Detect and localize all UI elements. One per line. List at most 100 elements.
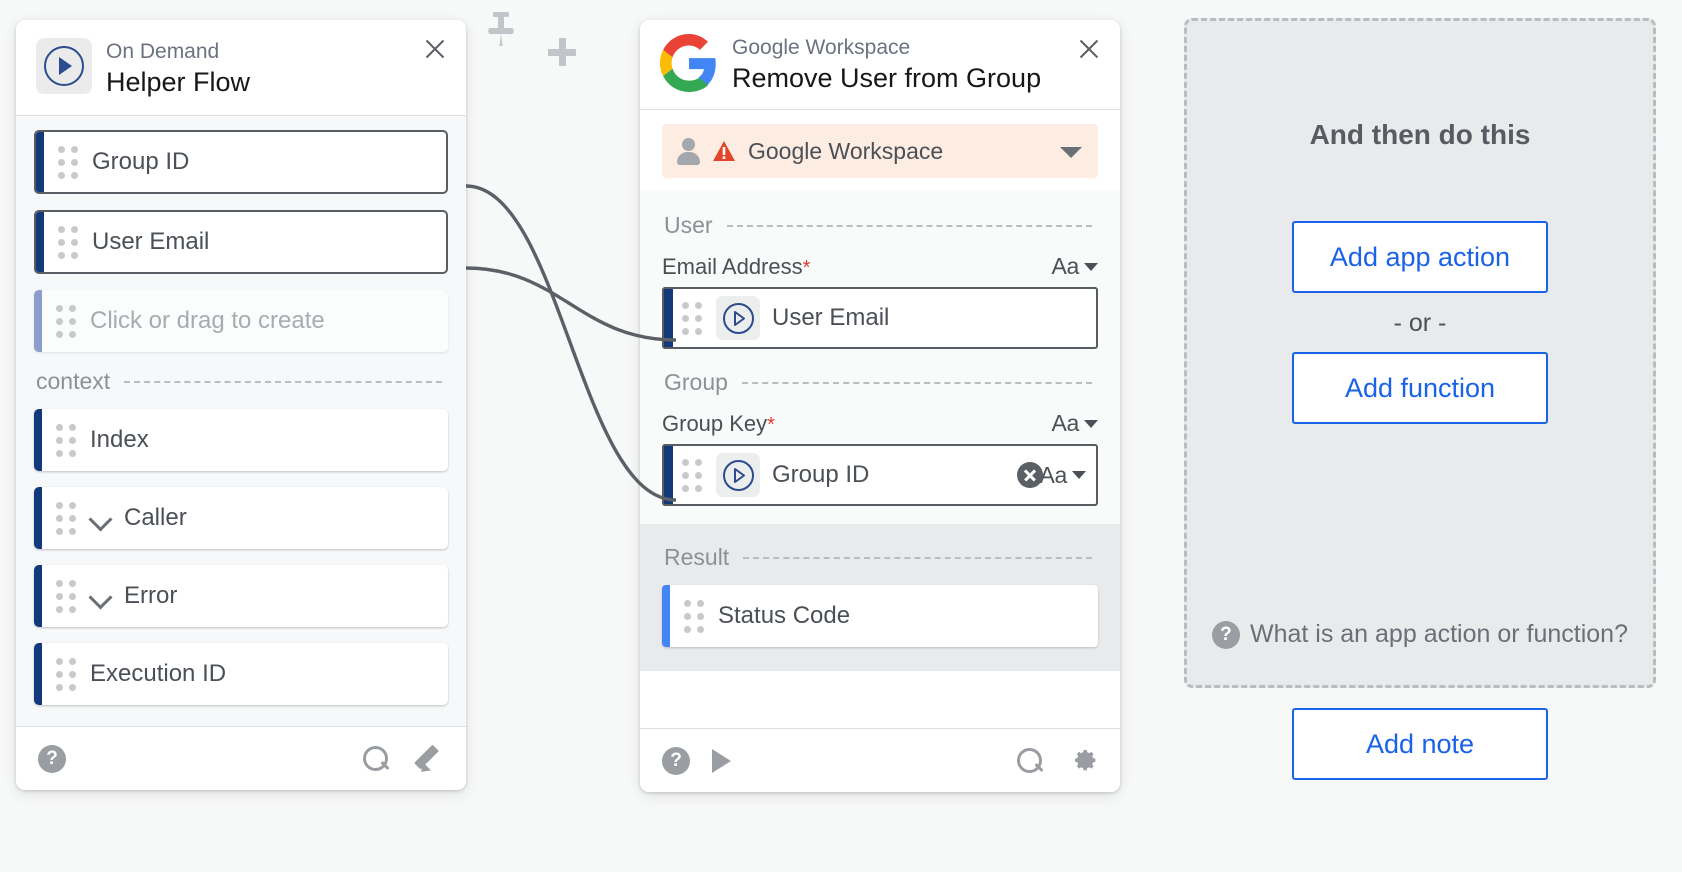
play-triangle-icon[interactable] [712,748,731,773]
dropzone-help-link[interactable]: ? What is an app action or function? [1187,620,1653,649]
drag-handle-icon[interactable] [56,501,76,535]
action-card-remove-user-from-group: Google Workspace Remove User from Group … [640,20,1120,792]
field-value-label: Group ID [772,461,870,489]
gear-icon[interactable] [1070,747,1098,775]
flow-kind-label: On Demand [106,40,220,63]
context-field-error[interactable]: Error [34,565,448,628]
field-label: Email Address [662,254,803,280]
add-app-action-button[interactable]: Add app action [1292,221,1548,293]
field-value-label: User Email [772,304,890,332]
result-field-status-code[interactable]: Status Code [662,585,1098,648]
flow-token-icon [716,296,760,341]
create-field-label: Click or drag to create [90,307,325,335]
next-step-dropzone[interactable]: And then do this Add app action - or - A… [1184,18,1656,688]
chevron-down-icon [1084,262,1098,271]
context-field-label: Caller [124,504,187,532]
type-selector-email-address[interactable]: Aa [1051,253,1098,280]
drag-handle-icon[interactable] [684,599,704,633]
context-field-caller[interactable]: Caller [34,487,448,550]
field-inline-controls: Aa [1017,462,1086,489]
type-selector-group-key[interactable]: Aa [1051,410,1098,437]
section-divider [743,556,1092,559]
section-divider [741,381,1092,384]
drag-handle-icon[interactable] [56,423,76,457]
action-fields-body: User Email Address* Aa [640,190,1120,525]
header-divider [640,109,1120,111]
field-value-group-key[interactable]: Group ID Aa [662,444,1098,507]
drag-handle-icon[interactable] [56,657,76,691]
connection-selector[interactable]: Google Workspace [662,124,1098,179]
flow-card-helper-flow: On Demand Helper Flow Group ID User Emai… [16,20,466,790]
context-field-label: Execution ID [90,660,227,688]
drag-handle-icon[interactable] [56,304,76,338]
app-name-label: Google Workspace [732,36,911,59]
chevron-down-icon[interactable] [90,507,112,529]
connection-wrapper: Google Workspace [640,110,1120,191]
dropzone-title: And then do this [1309,119,1531,150]
section-divider [726,224,1092,227]
context-field-label: Index [90,426,149,454]
result-section-label: Result [664,544,730,571]
result-section: Result Status Code [640,524,1120,672]
chevron-down-icon [1084,419,1098,428]
field-header-email-address: Email Address* Aa [662,253,1098,280]
add-note-button[interactable]: Add note [1292,708,1548,780]
flow-card-footer: ? [16,726,466,790]
context-field-execution-id[interactable]: Execution ID [34,643,448,706]
pushpin-icon[interactable] [488,10,514,50]
flow-title: Helper Flow [106,67,251,98]
field-value-email-address[interactable]: User Email [662,287,1098,350]
output-field-user-email[interactable]: User Email [34,210,448,275]
add-function-button[interactable]: Add function [1292,352,1548,424]
type-selector-label[interactable]: Aa [1039,461,1067,488]
context-field-label: Error [124,582,178,610]
field-label: Group Key [662,411,768,437]
result-field-label: Status Code [718,602,851,630]
plus-icon[interactable] [548,38,576,66]
drag-handle-icon[interactable] [56,579,76,613]
chevron-down-icon[interactable] [90,585,112,607]
help-circle-icon[interactable]: ? [38,744,66,773]
section-header-user: User [664,212,1098,239]
drag-handle-icon[interactable] [58,225,78,259]
context-section-label: context [36,368,111,395]
drag-handle-icon[interactable] [682,301,702,335]
action-card-footer: ? [640,728,1120,792]
google-logo-icon [660,34,718,92]
search-icon[interactable] [362,745,390,773]
header-divider [16,115,466,117]
close-icon[interactable] [420,34,450,64]
flow-token-icon [716,453,760,498]
help-circle-icon: ? [1211,620,1240,649]
required-marker: * [767,414,775,437]
create-field-placeholder[interactable]: Click or drag to create [34,290,448,353]
section-header-group: Group [664,369,1098,396]
action-card-header: Google Workspace Remove User from Group [640,20,1120,110]
section-label: User [664,212,713,239]
warning-triangle-icon [712,140,736,162]
pencil-icon[interactable] [416,745,444,773]
output-field-label: Group ID [92,148,190,176]
type-selector-label: Aa [1051,253,1079,280]
help-circle-icon[interactable]: ? [662,746,690,775]
output-field-group-id[interactable]: Group ID [34,130,448,195]
action-title: Remove User from Group [732,63,1042,94]
drag-handle-icon[interactable] [58,145,78,179]
flow-fields-body: Group ID User Email Click or drag to cre… [16,116,466,728]
context-section-header: context [36,368,448,395]
dropzone-help-text: What is an app action or function? [1249,620,1628,648]
close-icon[interactable] [1074,34,1104,64]
chevron-down-icon[interactable] [1060,147,1082,159]
section-divider [124,380,442,383]
chevron-down-icon[interactable] [1072,471,1086,480]
play-circle-icon [36,38,92,94]
clear-circle-icon[interactable] [1017,462,1044,489]
flow-card-header: On Demand Helper Flow [16,20,466,116]
search-icon[interactable] [1016,747,1044,775]
or-separator-label: - or - [1393,309,1447,337]
type-selector-label: Aa [1051,410,1079,437]
drag-handle-icon[interactable] [682,458,702,492]
required-marker: * [802,257,811,280]
context-field-index[interactable]: Index [34,409,448,472]
